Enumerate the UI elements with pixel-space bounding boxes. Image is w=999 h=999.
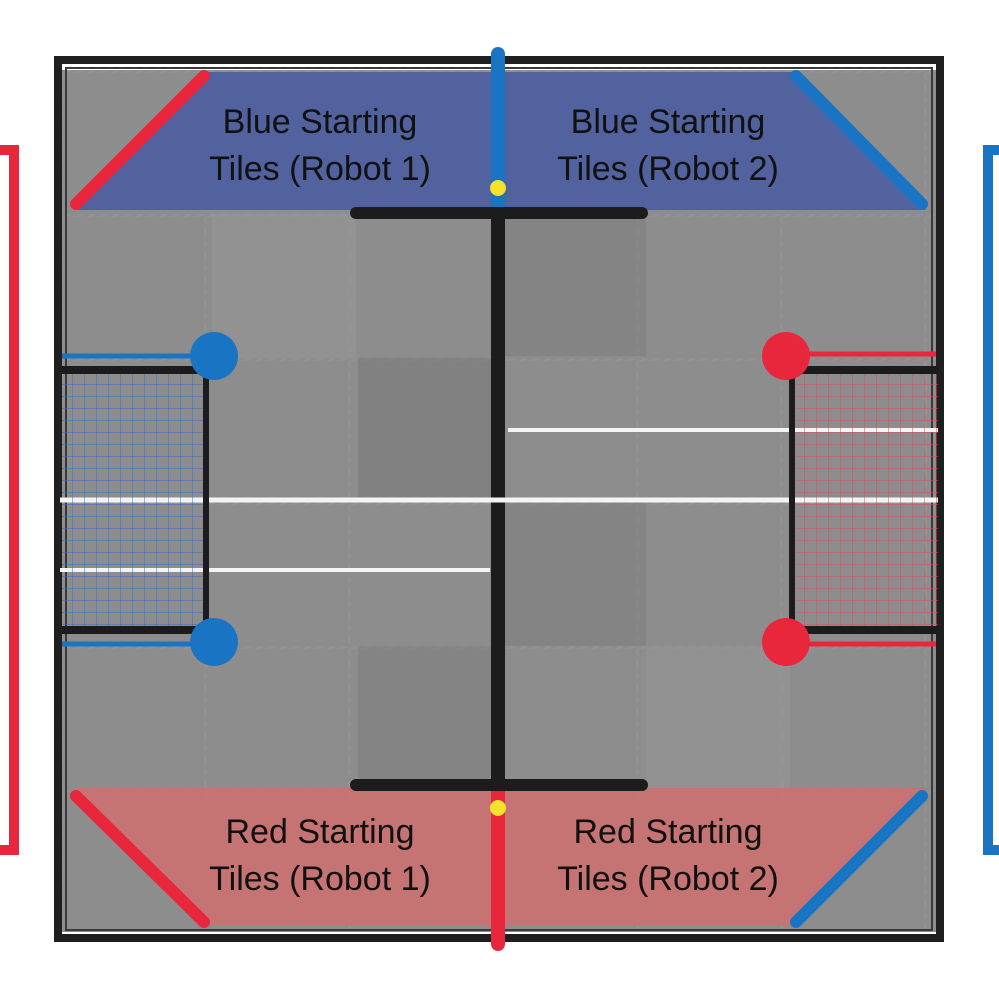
- red-zone-2-label-line2: Tiles (Robot 2): [557, 860, 779, 898]
- red-goal-post-top: [762, 332, 810, 380]
- blue-zone-2-label-line1: Blue Starting: [571, 103, 766, 141]
- red-corner-bar-bottom-left: [70, 790, 210, 928]
- red-goal: [762, 332, 938, 666]
- blue-alliance-stripe: [983, 145, 999, 855]
- red-corner-bar-top-left: [70, 70, 210, 210]
- yellow-dot-icon: [490, 180, 506, 196]
- blue-corner-bar-top-right: [790, 70, 928, 210]
- red-zone-1-label-line2: Tiles (Robot 1): [209, 860, 431, 898]
- goal-net-icon: [62, 368, 208, 632]
- red-alliance-stripe: [0, 145, 19, 855]
- blue-goal: [62, 332, 238, 666]
- blue-zone-2-label-line2: Tiles (Robot 2): [557, 150, 779, 188]
- goal-net-icon: [792, 368, 938, 632]
- blue-corner-bar-bottom-right: [790, 790, 928, 928]
- blue-goal-post-top: [190, 332, 238, 380]
- red-goal-post-bottom: [762, 618, 810, 666]
- red-zone-2-label-line1: Red Starting: [574, 813, 763, 851]
- blue-goal-post-bottom: [190, 618, 238, 666]
- blue-zone-1-label-line2: Tiles (Robot 1): [209, 150, 431, 188]
- red-zone-1-label-line1: Red Starting: [226, 813, 415, 851]
- blue-zone-1-label-line1: Blue Starting: [223, 103, 418, 141]
- yellow-dot-icon: [490, 800, 506, 816]
